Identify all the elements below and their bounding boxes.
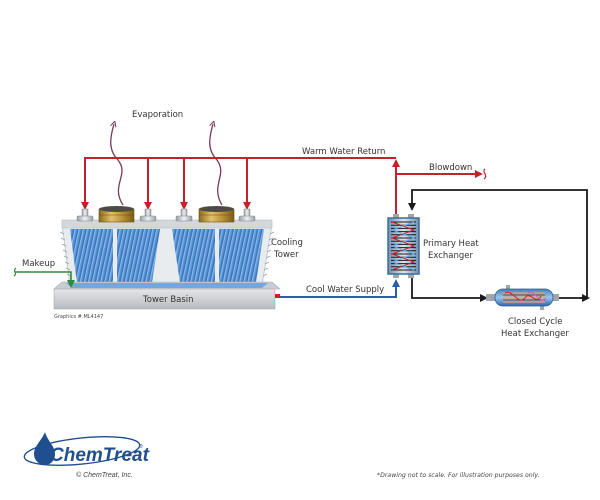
blowdown-line (396, 168, 487, 180)
graphics-id-label: Graphics # ML4147 (54, 314, 103, 320)
cool-water-supply-label: Cool Water Supply (306, 285, 384, 295)
tower-basin (53, 281, 281, 310)
evaporation-wave-right (209, 124, 223, 206)
tower-fan-right (198, 206, 235, 223)
brand-name: ChemTreat (50, 445, 150, 466)
closed-cycle-label-line1: Closed Cycle (508, 317, 562, 327)
cooling-tower-label-line2: Tower (273, 250, 299, 260)
tower-basin-label: Tower Basin (142, 295, 194, 305)
water-drop-icon (34, 432, 55, 465)
makeup-line (13, 267, 75, 288)
closed-loop-line (408, 189, 590, 302)
blowdown-label: Blowdown (429, 163, 472, 173)
tower-fan-left (98, 206, 135, 223)
primary-hx-label-line2: Exchanger (428, 251, 474, 261)
primary-hx-label-line1: Primary Heat (423, 239, 479, 249)
warm-water-return-line (81, 157, 400, 214)
evaporation-label: Evaporation (132, 110, 183, 120)
heat-exchanger-plates (391, 221, 416, 271)
cooling-tower (59, 206, 275, 286)
registered-mark: ® (139, 443, 143, 450)
disclaimer-text: *Drawing not to scale. For illustration … (377, 472, 540, 479)
makeup-label: Makeup (22, 259, 55, 269)
cooling-tower-label-line1: Cooling (271, 238, 303, 248)
spray-nozzles (76, 208, 256, 222)
closed-cycle-label-line2: Heat Exchanger (501, 329, 569, 339)
copyright-text: © ChemTreat, Inc. (76, 472, 133, 479)
warm-water-return-label: Warm Water Return (302, 147, 385, 157)
evaporation-wave-left (110, 124, 124, 206)
logo-swoosh (23, 436, 141, 466)
cool-water-supply-line (275, 279, 400, 298)
chemtreat-logo: ChemTreat ® (23, 432, 150, 466)
primary-heat-exchanger (387, 214, 420, 278)
closed-cycle-heat-exchanger (486, 285, 559, 310)
